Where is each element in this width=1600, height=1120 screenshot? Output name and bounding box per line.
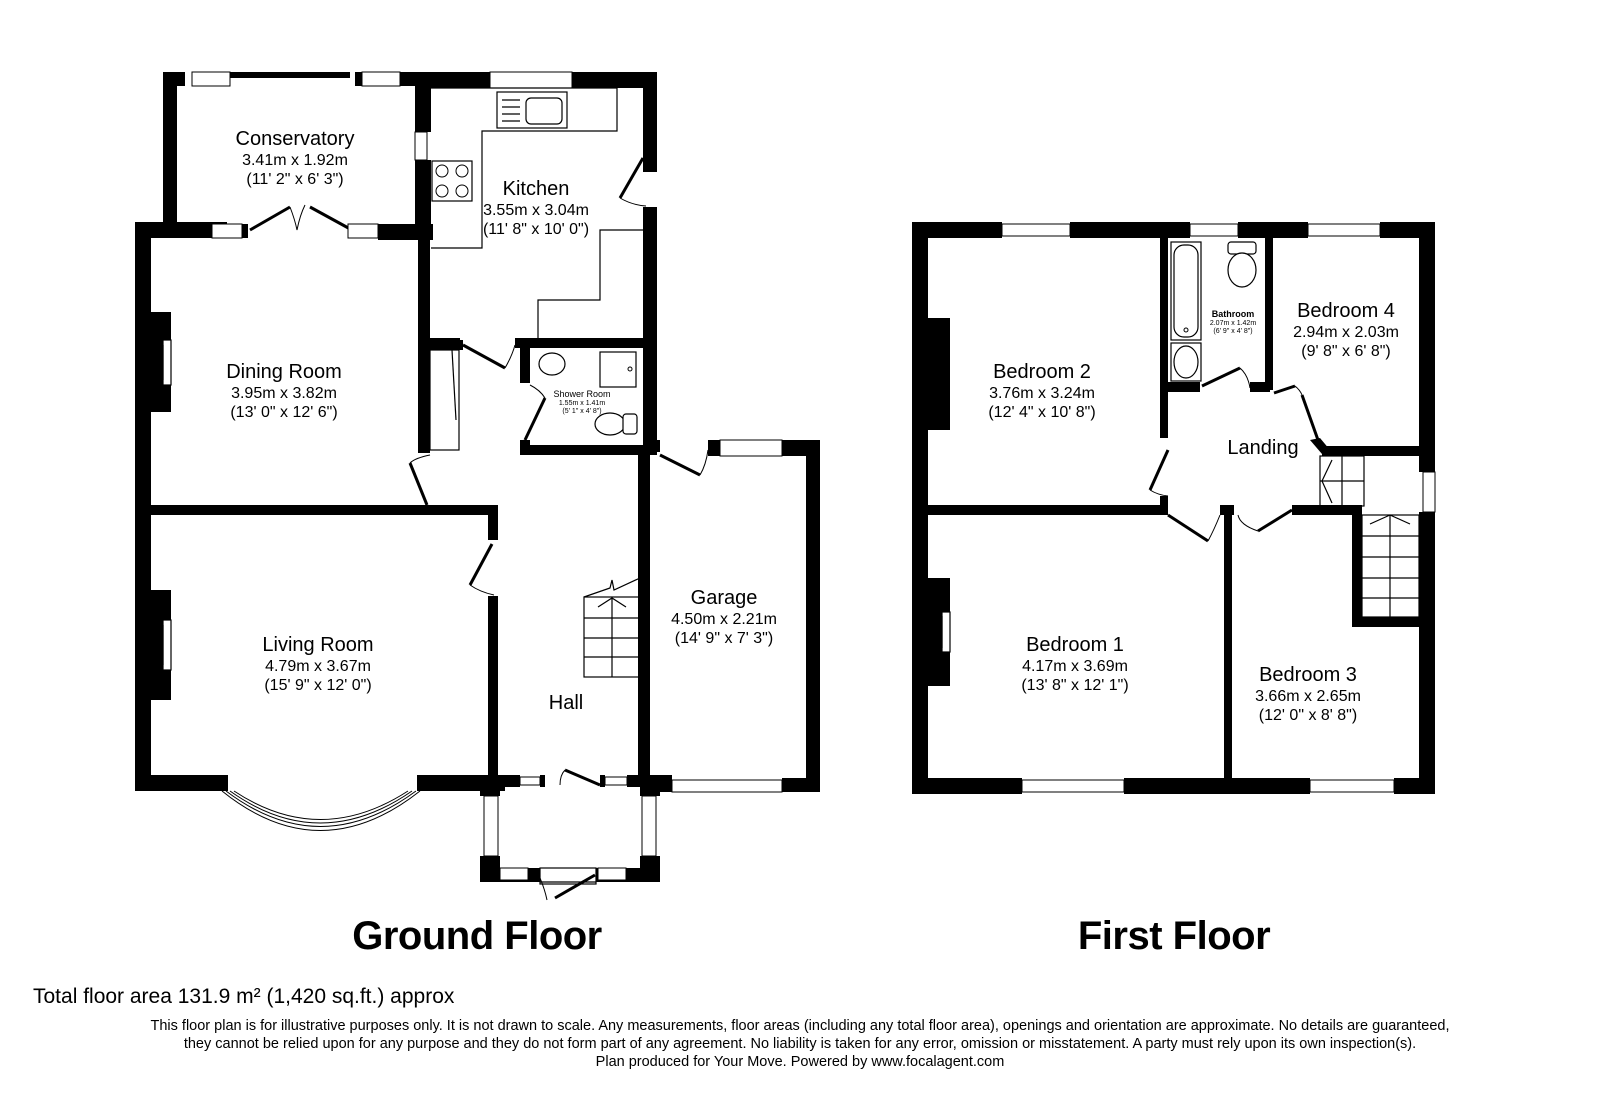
room-label-living-room: Living Room 4.79m x 3.67m (15' 9" x 12' … — [262, 633, 373, 695]
room-name: Bedroom 2 — [993, 361, 1091, 383]
room-metric: 4.79m x 3.67m — [265, 658, 371, 675]
room-label-bedroom-4: Bedroom 4 2.94m x 2.03m (9' 8" x 6' 8") — [1293, 299, 1399, 361]
room-label-bedroom-3: Bedroom 3 3.66m x 2.65m (12' 0" x 8' 8") — [1255, 663, 1361, 725]
disclaimer-line: This floor plan is for illustrative purp… — [150, 1018, 1450, 1034]
room-label-bedroom-1: Bedroom 1 4.17m x 3.69m (13' 8" x 12' 1"… — [1021, 633, 1128, 695]
room-imperial: (13' 0" x 12' 6") — [230, 404, 338, 422]
room-metric: 3.76m x 3.24m — [989, 385, 1095, 402]
room-name: Bathroom — [1211, 309, 1255, 319]
disclaimer: This floor plan is for illustrative purp… — [0, 1017, 1584, 1071]
room-name: Conservatory — [235, 128, 355, 150]
room-name: Shower Room — [553, 389, 611, 399]
room-label-landing: Landing — [1227, 436, 1298, 460]
room-imperial: (12' 0" x 8' 8") — [1258, 707, 1358, 725]
first-floor-title: First Floor — [1077, 914, 1271, 958]
room-imperial: (15' 9" x 12' 0") — [264, 677, 372, 695]
room-imperial: (13' 8" x 12' 1") — [1021, 677, 1129, 695]
room-name: Garage — [690, 587, 758, 609]
room-name: Living Room — [262, 634, 374, 656]
room-imperial: (14' 9" x 7' 3") — [674, 630, 774, 648]
disclaimer-credit: Plan produced for Your Move. Powered by … — [595, 1054, 1005, 1070]
room-name: Dining Room — [226, 361, 342, 383]
ground-floor-plan — [135, 71, 820, 901]
disclaimer-line: they cannot be relied upon for any purpo… — [183, 1036, 1417, 1052]
total-floor-area: Total floor area 131.9 m² (1,420 sq.ft.)… — [33, 985, 455, 1008]
room-label-bedroom-2: Bedroom 2 3.76m x 3.24m (12' 4" x 10' 8"… — [988, 360, 1095, 422]
room-name: Hall — [548, 692, 584, 714]
room-label-shower-room: Shower Room 1.55m x 1.41m (5' 1" x 4' 8"… — [553, 389, 610, 417]
room-label-kitchen: Kitchen 3.55m x 3.04m (11' 8" x 10' 0") — [483, 177, 589, 239]
room-metric: 3.95m x 3.82m — [231, 385, 337, 402]
room-imperial: (11' 8" x 10' 0") — [482, 221, 590, 239]
room-label-dining-room: Dining Room 3.95m x 3.82m (13' 0" x 12' … — [226, 360, 342, 422]
room-label-bathroom: Bathroom 2.07m x 1.42m (6' 9" x 4' 8") — [1210, 309, 1256, 337]
room-label-garage: Garage 4.50m x 2.21m (14' 9" x 7' 3") — [671, 586, 777, 648]
room-metric: 4.50m x 2.21m — [671, 611, 777, 628]
room-metric: 4.17m x 3.69m — [1022, 658, 1128, 675]
room-metric: 3.66m x 2.65m — [1255, 688, 1361, 705]
room-label-hall: Hall — [549, 691, 583, 715]
room-name: Landing — [1227, 437, 1299, 459]
room-name: Bedroom 1 — [1026, 634, 1124, 656]
room-metric: 2.07m x 1.42m — [1209, 319, 1257, 327]
room-imperial: (12' 4" x 10' 8") — [988, 404, 1096, 422]
room-name: Bedroom 4 — [1297, 300, 1395, 322]
first-floor-plan — [912, 222, 1436, 794]
room-name: Bedroom 3 — [1259, 664, 1357, 686]
room-label-conservatory: Conservatory 3.41m x 1.92m (11' 2" x 6' … — [236, 127, 355, 189]
room-metric: 3.55m x 3.04m — [483, 202, 589, 219]
ground-floor-title: Ground Floor — [352, 914, 602, 958]
room-imperial: (5' 1" x 4' 8") — [562, 408, 602, 416]
room-metric: 2.94m x 2.03m — [1293, 324, 1399, 341]
room-metric: 3.41m x 1.92m — [242, 152, 348, 169]
room-name: Kitchen — [502, 178, 570, 200]
room-metric: 1.55m x 1.41m — [558, 399, 606, 407]
room-imperial: (9' 8" x 6' 8") — [1301, 343, 1391, 361]
room-imperial: (6' 9" x 4' 8") — [1213, 328, 1253, 336]
room-imperial: (11' 2" x 6' 3") — [246, 171, 344, 189]
